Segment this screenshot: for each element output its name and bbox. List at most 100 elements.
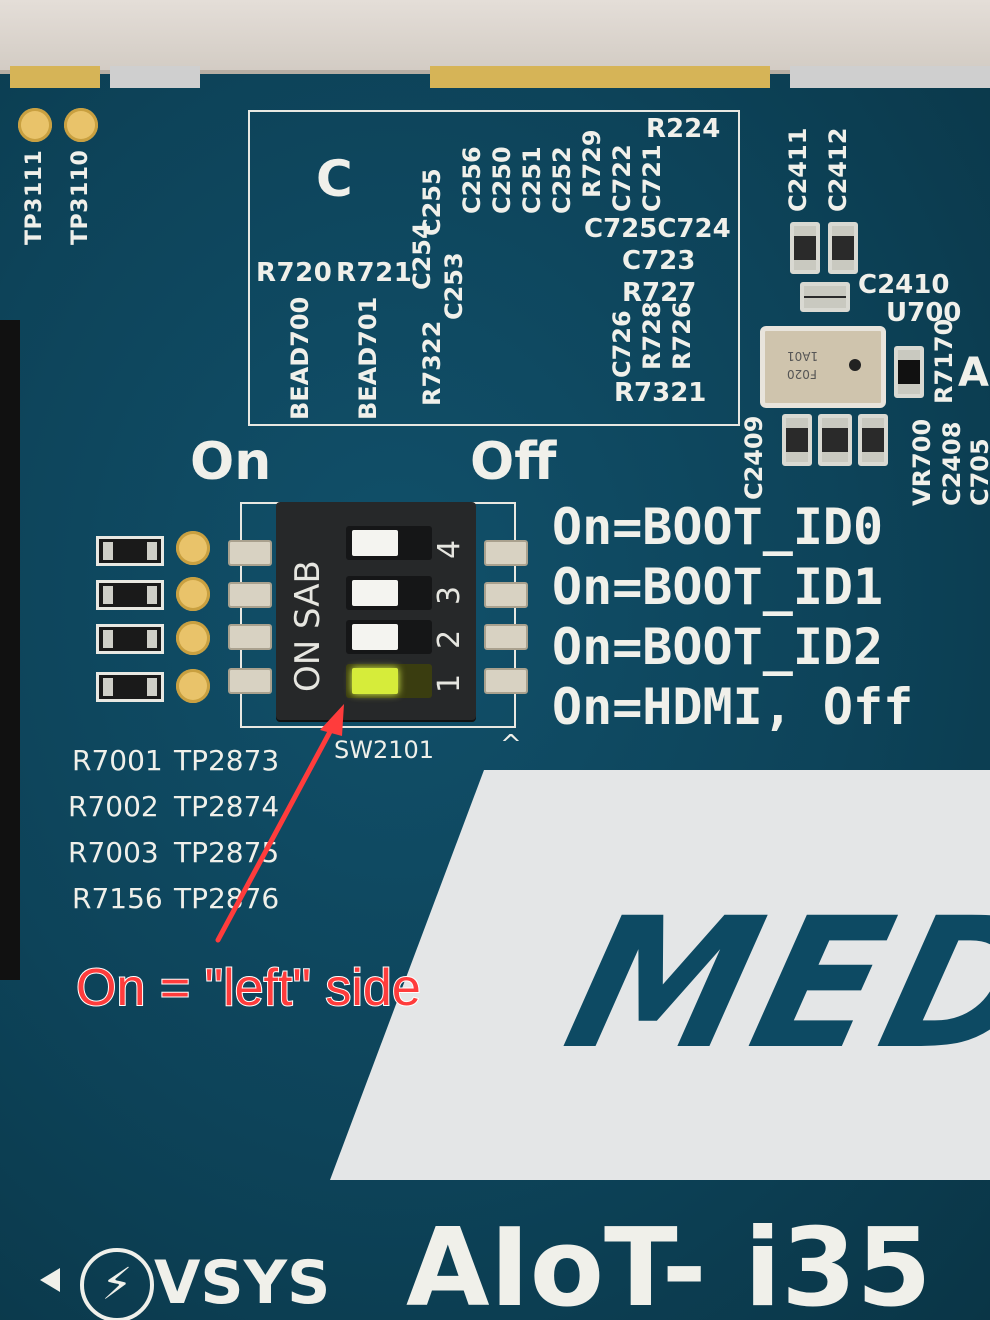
resistor: [96, 536, 164, 566]
component-outline: [248, 110, 740, 426]
ref-tp-2: TP2875: [174, 836, 280, 869]
boot-line-1: On=BOOT_ID1: [552, 558, 884, 616]
switch-pin1-caret: ^: [500, 730, 522, 760]
vsys-icon: ⚡: [80, 1248, 154, 1320]
switch-knob-2[interactable]: [352, 624, 398, 650]
chip-dot: [849, 359, 861, 371]
ref-r-3: R7156: [72, 882, 163, 915]
label-r7322: R7322: [418, 320, 446, 406]
label-c250: C250: [488, 146, 516, 214]
switch-slot-2[interactable]: [346, 620, 432, 654]
label-c2412: C2412: [824, 127, 852, 212]
on-label: On: [190, 432, 272, 492]
label-bead701: BEAD701: [354, 296, 382, 420]
gold-contact-strip: [10, 66, 100, 88]
product-name: AIoT- i35: [406, 1206, 932, 1320]
top-bezel: [0, 0, 990, 74]
board-edge-connector: [0, 320, 20, 980]
switch-slot-1[interactable]: [346, 664, 432, 698]
ref-r-0: R7001: [72, 744, 163, 777]
switch-slot-4[interactable]: [346, 526, 432, 560]
capacitor: [782, 414, 812, 466]
label-vr700: VR700: [908, 418, 936, 506]
switch-number-4: 4: [432, 539, 468, 560]
switch-number-2: 2: [432, 629, 468, 650]
chip-marking-line2: 1A01: [787, 349, 819, 363]
switch-lead: [228, 624, 272, 650]
label-r7170: R7170: [930, 318, 958, 404]
switch-number-1: 1: [432, 673, 468, 694]
label-c2408: C2408: [938, 421, 966, 506]
switch-lead: [484, 668, 528, 694]
label-r727: R727: [622, 278, 697, 308]
ref-tp-3: TP2876: [174, 882, 280, 915]
switch-knob-4[interactable]: [352, 530, 398, 556]
switch-lead: [484, 624, 528, 650]
switch-knob-1[interactable]: [352, 668, 398, 694]
resistor: [894, 346, 924, 398]
label-c726: C726: [608, 310, 636, 378]
label-c251: C251: [518, 146, 546, 214]
switch-lead: [228, 540, 272, 566]
ref-tp-1: TP2874: [174, 790, 280, 823]
dip-switch: ON SAB 4 3 2 1: [276, 502, 476, 720]
label-c721: C721: [638, 144, 666, 212]
label-r721: R721: [336, 258, 413, 288]
switch-lead: [484, 540, 528, 566]
switch-body-text: ON SAB: [288, 560, 328, 692]
label-c722: C722: [608, 144, 636, 212]
label-tp3111: TP3111: [22, 149, 47, 245]
label-c256: C256: [458, 146, 486, 214]
label-u700: U700: [886, 298, 962, 328]
label-c: C: [316, 150, 353, 208]
off-label: Off: [470, 432, 557, 492]
label-c2409: C2409: [740, 415, 768, 500]
boot-line-2: On=BOOT_ID2: [552, 618, 884, 676]
switch-knob-3[interactable]: [352, 580, 398, 606]
chip-marking-line1: F020: [787, 367, 817, 381]
label-c725c724: C725C724: [584, 214, 731, 244]
label-r726: R726: [668, 301, 696, 370]
label-c2411: C2411: [784, 127, 812, 212]
switch-lead: [228, 668, 272, 694]
switch-slot-3[interactable]: [346, 576, 432, 610]
ref-tp-0: TP2873: [174, 744, 280, 777]
vsys-label: VSYS: [154, 1248, 331, 1318]
sensor-chip: F020 1A01: [760, 326, 886, 408]
label-c705: C705: [966, 438, 990, 506]
metal-contact-strip: [110, 66, 200, 88]
resistor: [96, 672, 164, 702]
test-pad: [176, 577, 210, 611]
capacitor: [818, 414, 852, 466]
switch-number-3: 3: [432, 585, 468, 606]
label-c252: C252: [548, 146, 576, 214]
test-pad: [176, 669, 210, 703]
label-r224: R224: [646, 114, 721, 144]
label-r7321: R7321: [614, 378, 707, 408]
capacitor: [858, 414, 888, 466]
label-c2410: C2410: [858, 270, 950, 300]
label-c723: C723: [622, 246, 696, 276]
capacitor: [800, 282, 850, 312]
logo-text: MED: [548, 880, 990, 1089]
boot-line-3: On=HDMI, Off: [552, 678, 914, 736]
ref-r-2: R7003: [68, 836, 159, 869]
switch-designator: SW2101: [334, 736, 435, 764]
ref-r-1: R7002: [68, 790, 159, 823]
resistor: [96, 580, 164, 610]
test-pad: [176, 621, 210, 655]
label-r729: R729: [578, 129, 606, 198]
capacitor: [828, 222, 858, 274]
capacitor: [790, 222, 820, 274]
metal-contact-strip: [790, 66, 990, 88]
label-a: A: [958, 350, 989, 396]
label-c253: C253: [440, 252, 468, 320]
switch-lead: [484, 582, 528, 608]
label-bead700: BEAD700: [286, 296, 314, 420]
label-r720: R720: [256, 258, 333, 288]
test-pad: [64, 108, 98, 142]
test-pad: [18, 108, 52, 142]
gold-contact-strip: [430, 66, 770, 88]
boot-line-0: On=BOOT_ID0: [552, 498, 884, 556]
label-tp3110: TP3110: [68, 149, 93, 245]
